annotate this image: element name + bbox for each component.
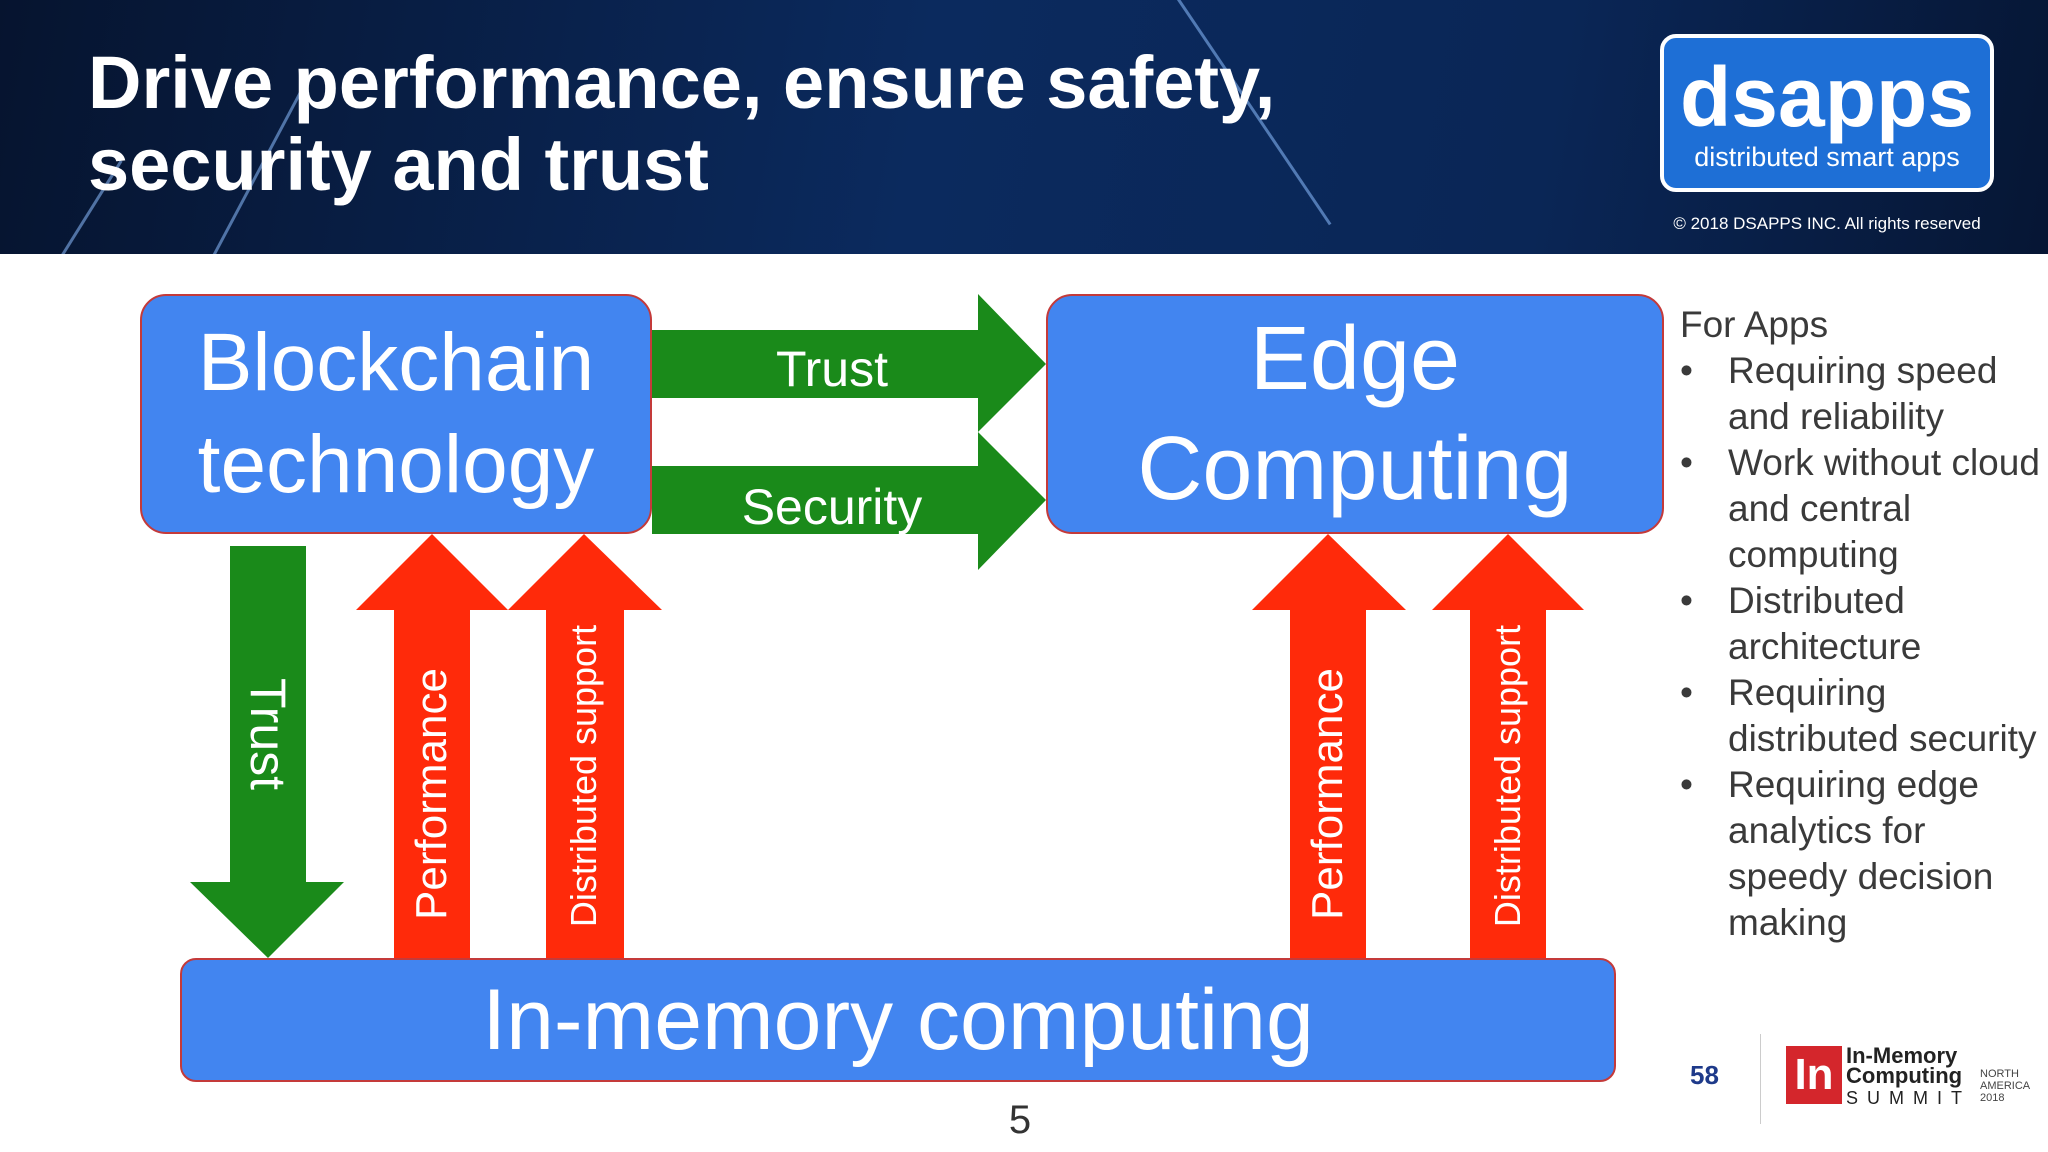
in-memory-label: In-memory computing [482,971,1314,1068]
bullet-icon: • [1680,442,1693,483]
summit-region: NORTH AMERICA 2018 [1980,1068,2030,1104]
list-item: • Requiring edge analytics for speedy dec… [1680,762,2040,946]
edge-computing-box: Edge Computing [1046,294,1664,534]
copyright-text: © 2018 DSAPPS INC. All rights reserved [1673,214,1981,233]
blockchain-label-line2: technology [197,419,595,510]
summit-name-line2: Computing [1846,1063,1963,1088]
for-apps-panel: For Apps • Requiring speed and reliabilit… [1680,302,2040,946]
list-item: • Work without cloud and central computin… [1680,440,2040,578]
edge-label-line2: Computing [1137,419,1573,519]
in-memory-computing-box: In-memory computing [180,958,1616,1082]
bullet-icon: • [1680,350,1693,391]
distributed-left-label: Distributed support [563,624,604,928]
header-banner: Drive performance, ensure safety, securi… [0,0,2048,254]
dsapps-logo: dsapps distributed smart apps [1660,34,1994,192]
list-item: • Requiring speed and reliability [1680,348,2040,440]
summit-name-line3: SUMMIT [1846,1088,1971,1108]
performance-right-label: Performance [1303,668,1352,920]
list-item: • Requiring distributed security [1680,670,2040,762]
list-item: • Distributed architecture [1680,578,2040,670]
title-line-2: security and trust [88,123,709,206]
list-item-text: Requiring distributed security [1728,672,2037,759]
summit-name-line1: In-Memory [1846,1043,1958,1068]
distributed-arrow-up-right [1432,534,1584,958]
trust-down-arrow-label: Trust [240,677,296,791]
performance-arrow-up-right [1252,534,1406,958]
list-item-text: Work without cloud and central computing [1728,442,2040,575]
list-item-text: Distributed architecture [1728,580,1922,667]
bullet-icon: • [1680,672,1693,713]
security-arrow-label: Security [741,479,923,535]
logo-word: dsapps [1679,50,1975,144]
slide-number: 58 [1690,1060,1719,1090]
edge-label-line1: Edge [1249,309,1461,409]
for-apps-list: • Requiring speed and reliability • Work w… [1680,348,2040,946]
for-apps-heading: For Apps [1680,304,1829,345]
bullet-icon: • [1680,580,1693,621]
logo-tagline: distributed smart apps [1694,142,1960,172]
trust-arrow-right [652,294,1046,432]
distributed-arrow-up-left [508,534,662,958]
slide-title: Drive performance, ensure safety, securi… [88,42,1488,206]
security-arrow-right [652,432,1046,570]
page-number: 5 [1008,1098,1032,1142]
list-item-text: Requiring speed and reliability [1728,350,1998,437]
list-item-text: Requiring edge analytics for speedy deci… [1728,764,1994,943]
distributed-right-label: Distributed support [1487,624,1528,928]
title-line-1: Drive performance, ensure safety, [88,41,1276,124]
trust-arrow-down [190,546,344,958]
performance-arrow-up-left [356,534,508,958]
summit-logo-icon: In [1786,1046,1842,1104]
performance-left-label: Performance [407,668,456,920]
trust-arrow-label: Trust [775,341,889,397]
footer-divider [1760,1034,1761,1124]
blockchain-box: Blockchain technology [140,294,652,534]
bullet-icon: • [1680,764,1693,805]
blockchain-label-line1: Blockchain [197,317,595,408]
